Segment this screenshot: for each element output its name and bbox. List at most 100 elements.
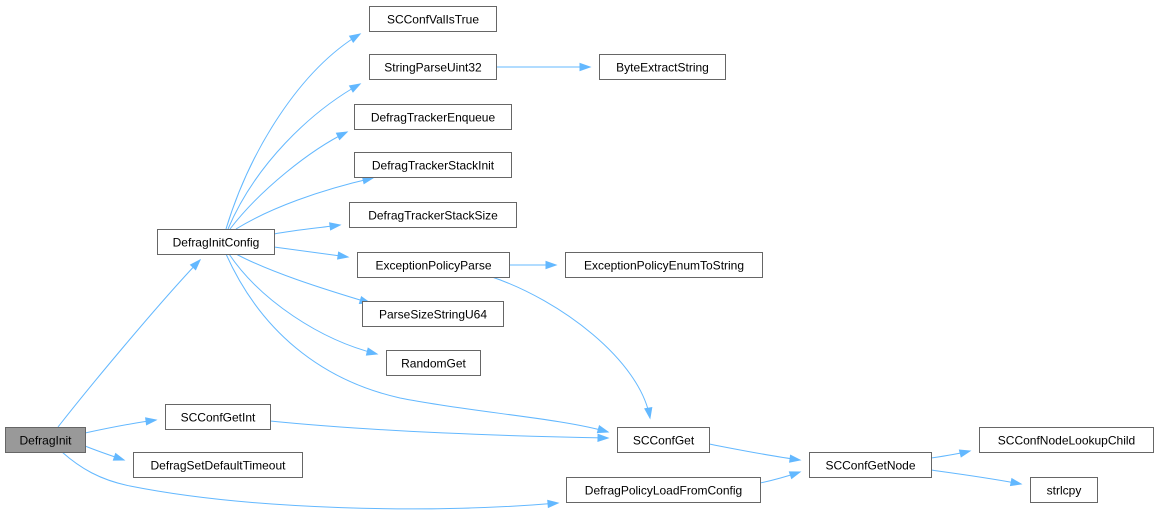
arrowhead-icon bbox=[365, 347, 379, 356]
node-DefragTrackerStackInit[interactable]: DefragTrackerStackInit bbox=[354, 152, 512, 178]
node-SCConfGetInt[interactable]: SCConfGetInt bbox=[165, 404, 271, 430]
edge-line bbox=[84, 419, 157, 434]
node-box[interactable] bbox=[617, 427, 710, 453]
arrowhead-icon bbox=[789, 454, 802, 463]
node-box[interactable] bbox=[979, 427, 1154, 453]
node-box[interactable] bbox=[5, 427, 86, 453]
edge-ExceptionPolicyParse-to-SCConfGet bbox=[491, 276, 653, 420]
arrowhead-icon bbox=[644, 406, 653, 420]
arrowhead-icon bbox=[348, 33, 362, 44]
edge-DefragInit-to-DefragSetDefaultTimeout bbox=[84, 445, 126, 461]
node-SCConfGetNode[interactable]: SCConfGetNode bbox=[809, 452, 932, 478]
edge-SCConfGetInt-to-SCConfGet bbox=[269, 420, 610, 443]
node-box[interactable] bbox=[599, 54, 726, 80]
node-box[interactable] bbox=[362, 301, 504, 327]
node-label: ParseSizeStringU64 bbox=[379, 308, 487, 322]
edge-DefragInitConfig-to-StringParseUint32 bbox=[227, 83, 362, 230]
edge-DefragInitConfig-to-ParseSizeStringU64 bbox=[235, 253, 372, 305]
arrowhead-icon bbox=[545, 260, 558, 270]
nodes-layer: DefragInitDefragInitConfigSCConfGetIntDe… bbox=[5, 6, 1154, 503]
node-box[interactable] bbox=[354, 104, 512, 130]
edge-DefragInitConfig-to-DefragTrackerStackSize bbox=[273, 222, 342, 235]
edges-layer bbox=[57, 33, 1023, 510]
arrowhead-icon bbox=[337, 251, 350, 260]
arrowhead-icon bbox=[596, 425, 610, 434]
edge-DefragInit-to-DefragInitConfig bbox=[57, 258, 202, 428]
node-label: SCConfGet bbox=[633, 434, 695, 448]
edge-line bbox=[225, 33, 361, 230]
edge-line bbox=[491, 276, 651, 419]
edge-line bbox=[61, 451, 559, 510]
edge-ExceptionPolicyParse-to-ExceptionPolicyEnumToString bbox=[508, 260, 558, 270]
node-DefragTrackerEnqueue[interactable]: DefragTrackerEnqueue bbox=[354, 104, 512, 130]
node-DefragInit[interactable]: DefragInit bbox=[5, 427, 86, 453]
node-box[interactable] bbox=[1030, 477, 1098, 503]
node-ExceptionPolicyEnumToString[interactable]: ExceptionPolicyEnumToString bbox=[565, 252, 763, 278]
node-box[interactable] bbox=[565, 252, 763, 278]
node-label: SCConfNodeLookupChild bbox=[998, 434, 1135, 448]
edge-SCConfGetNode-to-SCConfNodeLookupChild bbox=[930, 449, 972, 459]
edge-line bbox=[273, 246, 349, 258]
arrowhead-icon bbox=[597, 433, 610, 443]
node-label: SCConfGetNode bbox=[825, 459, 915, 473]
edge-line bbox=[225, 253, 609, 433]
edge-SCConfGet-to-SCConfGetNode bbox=[708, 443, 802, 463]
node-label: DefragTrackerStackInit bbox=[372, 159, 495, 173]
node-box[interactable] bbox=[566, 477, 761, 503]
edge-DefragInitConfig-to-SCConfValIsTrue bbox=[225, 33, 362, 230]
edge-DefragInit-to-DefragPolicyLoadFromConfig bbox=[61, 451, 560, 510]
node-label: DefragPolicyLoadFromConfig bbox=[585, 484, 742, 498]
node-SCConfGet[interactable]: SCConfGet bbox=[617, 427, 710, 453]
node-label: ByteExtractString bbox=[616, 61, 709, 75]
node-SCConfNodeLookupChild[interactable]: SCConfNodeLookupChild bbox=[979, 427, 1154, 453]
edge-line bbox=[228, 253, 378, 355]
node-box[interactable] bbox=[369, 54, 497, 80]
node-box[interactable] bbox=[369, 6, 497, 32]
edge-line bbox=[708, 443, 801, 461]
node-ByteExtractString[interactable]: ByteExtractString bbox=[599, 54, 726, 80]
arrowhead-icon bbox=[958, 449, 972, 458]
node-DefragTrackerStackSize[interactable]: DefragTrackerStackSize bbox=[349, 202, 517, 228]
edge-line bbox=[235, 253, 371, 304]
node-label: strlcpy bbox=[1047, 484, 1082, 498]
node-label: DefragSetDefaultTimeout bbox=[151, 459, 287, 473]
edge-line bbox=[235, 177, 374, 230]
node-StringParseUint32[interactable]: StringParseUint32 bbox=[369, 54, 497, 80]
edge-DefragInitConfig-to-DefragTrackerEnqueue bbox=[229, 131, 349, 230]
node-box[interactable] bbox=[354, 152, 512, 178]
arrowhead-icon bbox=[112, 452, 126, 461]
node-box[interactable] bbox=[386, 350, 481, 376]
node-label: SCConfValIsTrue bbox=[387, 13, 479, 27]
edge-line bbox=[229, 131, 348, 230]
edge-DefragInitConfig-to-SCConfGet bbox=[225, 253, 610, 434]
arrowhead-icon bbox=[329, 222, 342, 231]
node-box[interactable] bbox=[349, 202, 517, 228]
edge-DefragInitConfig-to-RandomGet bbox=[228, 253, 379, 356]
node-RandomGet[interactable]: RandomGet bbox=[386, 350, 481, 376]
edge-line bbox=[269, 420, 609, 439]
node-box[interactable] bbox=[809, 452, 932, 478]
node-label: StringParseUint32 bbox=[384, 61, 482, 75]
node-strlcpy[interactable]: strlcpy bbox=[1030, 477, 1098, 503]
node-box[interactable] bbox=[133, 452, 303, 478]
node-label: DefragInitConfig bbox=[173, 236, 260, 250]
edge-DefragInit-to-SCConfGetInt bbox=[84, 417, 158, 434]
node-SCConfValIsTrue[interactable]: SCConfValIsTrue bbox=[369, 6, 497, 32]
node-DefragPolicyLoadFromConfig[interactable]: DefragPolicyLoadFromConfig bbox=[566, 477, 761, 503]
node-label: ExceptionPolicyEnumToString bbox=[584, 259, 744, 273]
arrowhead-icon bbox=[348, 83, 362, 93]
node-DefragSetDefaultTimeout[interactable]: DefragSetDefaultTimeout bbox=[133, 452, 303, 478]
node-box[interactable] bbox=[157, 229, 275, 255]
node-box[interactable] bbox=[357, 252, 510, 278]
arrowhead-icon bbox=[189, 258, 202, 271]
node-ParseSizeStringU64[interactable]: ParseSizeStringU64 bbox=[362, 301, 504, 327]
node-box[interactable] bbox=[165, 404, 271, 430]
arrowhead-icon bbox=[335, 131, 349, 141]
arrowhead-icon bbox=[547, 499, 560, 509]
arrowhead-icon bbox=[145, 417, 158, 426]
node-DefragInitConfig[interactable]: DefragInitConfig bbox=[157, 229, 275, 255]
node-ExceptionPolicyParse[interactable]: ExceptionPolicyParse bbox=[357, 252, 510, 278]
node-label: DefragTrackerStackSize bbox=[368, 209, 498, 223]
arrowhead-icon bbox=[788, 471, 802, 480]
